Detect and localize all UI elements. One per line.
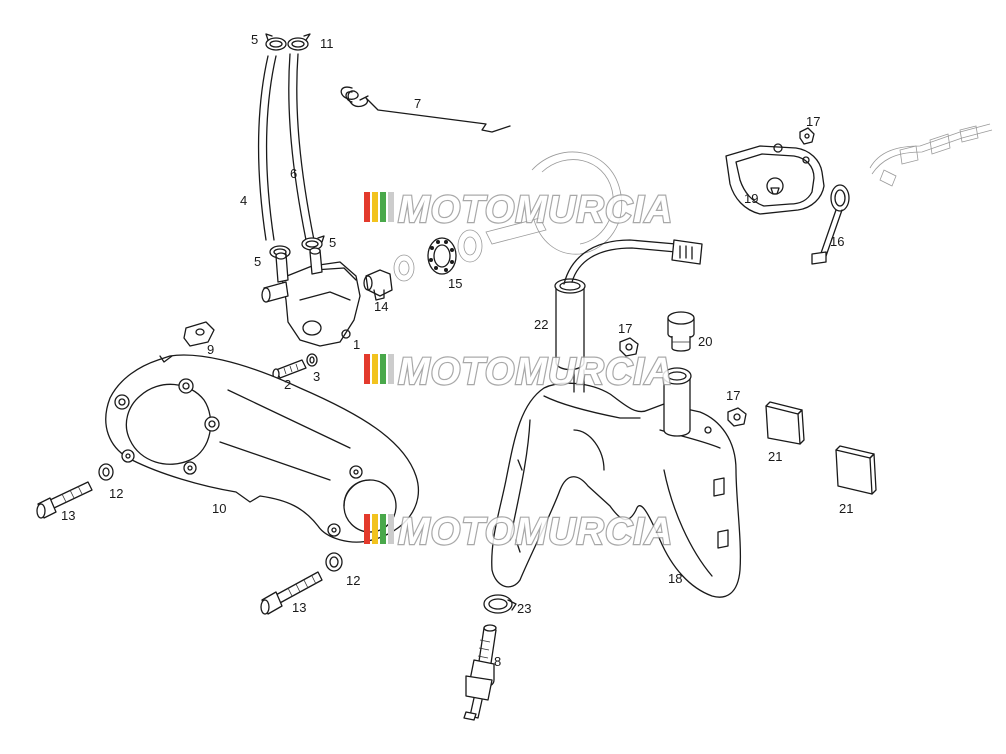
callout-17: 17 [726, 388, 740, 403]
part-12-washer-lower [325, 552, 343, 572]
watermark-middle: MOTOMURCIA [364, 350, 673, 394]
callout-9: 9 [207, 342, 214, 357]
callout-21: 21 [839, 501, 853, 516]
callout-8: 8 [494, 654, 501, 669]
watermark-bottom: MOTOMURCIA [364, 510, 673, 554]
part-16-sender [811, 184, 850, 265]
callout-5: 5 [251, 32, 258, 47]
callout-22: 22 [534, 317, 548, 332]
callout-20: 20 [698, 334, 712, 349]
part-13-bolt-upper [36, 481, 93, 519]
part-10-cover [105, 354, 419, 543]
part-11-clamp-top [287, 33, 311, 51]
part-7-wire-rod [340, 86, 511, 133]
watermark-top: MOTOMURCIA [364, 188, 673, 232]
part-1-fuel-valve [261, 247, 361, 347]
callout-17: 17 [618, 321, 632, 336]
callout-labels: 5 11 7 4 6 5 5 15 14 1 9 2 3 22 17 20 17… [61, 32, 853, 669]
callout-12: 12 [109, 486, 123, 501]
watermark-text: MOTOMURCIA [398, 189, 673, 231]
watermark-text: MOTOMURCIA [398, 351, 673, 393]
callout-2: 2 [284, 377, 291, 392]
callout-14: 14 [374, 299, 388, 314]
callout-6: 6 [290, 166, 297, 181]
part-6-hose [288, 53, 315, 241]
part-20-filler-cap [667, 311, 695, 352]
part-9-block [183, 321, 215, 347]
callout-7: 7 [414, 96, 421, 111]
ghost-wiring-connector [869, 123, 993, 187]
callout-11: 11 [320, 36, 334, 51]
watermark-text: MOTOMURCIA [398, 511, 673, 553]
part-19-bracket [725, 143, 825, 215]
callout-13: 13 [61, 508, 75, 523]
part-15-bearing [427, 237, 457, 275]
part-18-fuel-tank [491, 367, 742, 598]
watermark-stripe-yellow [372, 192, 378, 222]
callout-1: 1 [353, 337, 360, 352]
part-17-nut-tank [619, 337, 639, 357]
callout-10: 10 [212, 501, 226, 516]
part-8-drain-valve [463, 624, 497, 721]
part-17-nut-right [727, 407, 747, 427]
part-13-bolt-lower [260, 571, 323, 615]
part-3-washer [306, 353, 318, 367]
callout-3: 3 [313, 369, 320, 384]
callout-15: 15 [448, 276, 462, 291]
callout-19: 19 [744, 191, 758, 206]
part-22-tube [554, 239, 703, 371]
part-12-washer-upper [98, 463, 114, 481]
callout-16: 16 [830, 234, 844, 249]
part-14-fitting [363, 269, 393, 301]
callout-5: 5 [329, 235, 336, 250]
part-21-pad-upper [765, 401, 805, 445]
callout-17: 17 [806, 114, 820, 129]
callout-4: 4 [240, 193, 247, 208]
watermark-stripe-green [380, 192, 386, 222]
callout-18: 18 [668, 571, 682, 586]
callout-5: 5 [254, 254, 261, 269]
callout-23: 23 [517, 601, 531, 616]
callout-21: 21 [768, 449, 782, 464]
part-21-pad-lower [835, 445, 877, 495]
part-5-clamp-top [265, 33, 287, 51]
part-4-hose [257, 55, 277, 241]
watermark-stripe-red [364, 192, 370, 222]
callout-12: 12 [346, 573, 360, 588]
part-23-clamp [483, 594, 517, 614]
part-17-nut-top [799, 127, 815, 145]
ghost-hub-parts [393, 151, 622, 282]
callout-13: 13 [292, 600, 306, 615]
watermark-stripe-gray [388, 192, 394, 222]
